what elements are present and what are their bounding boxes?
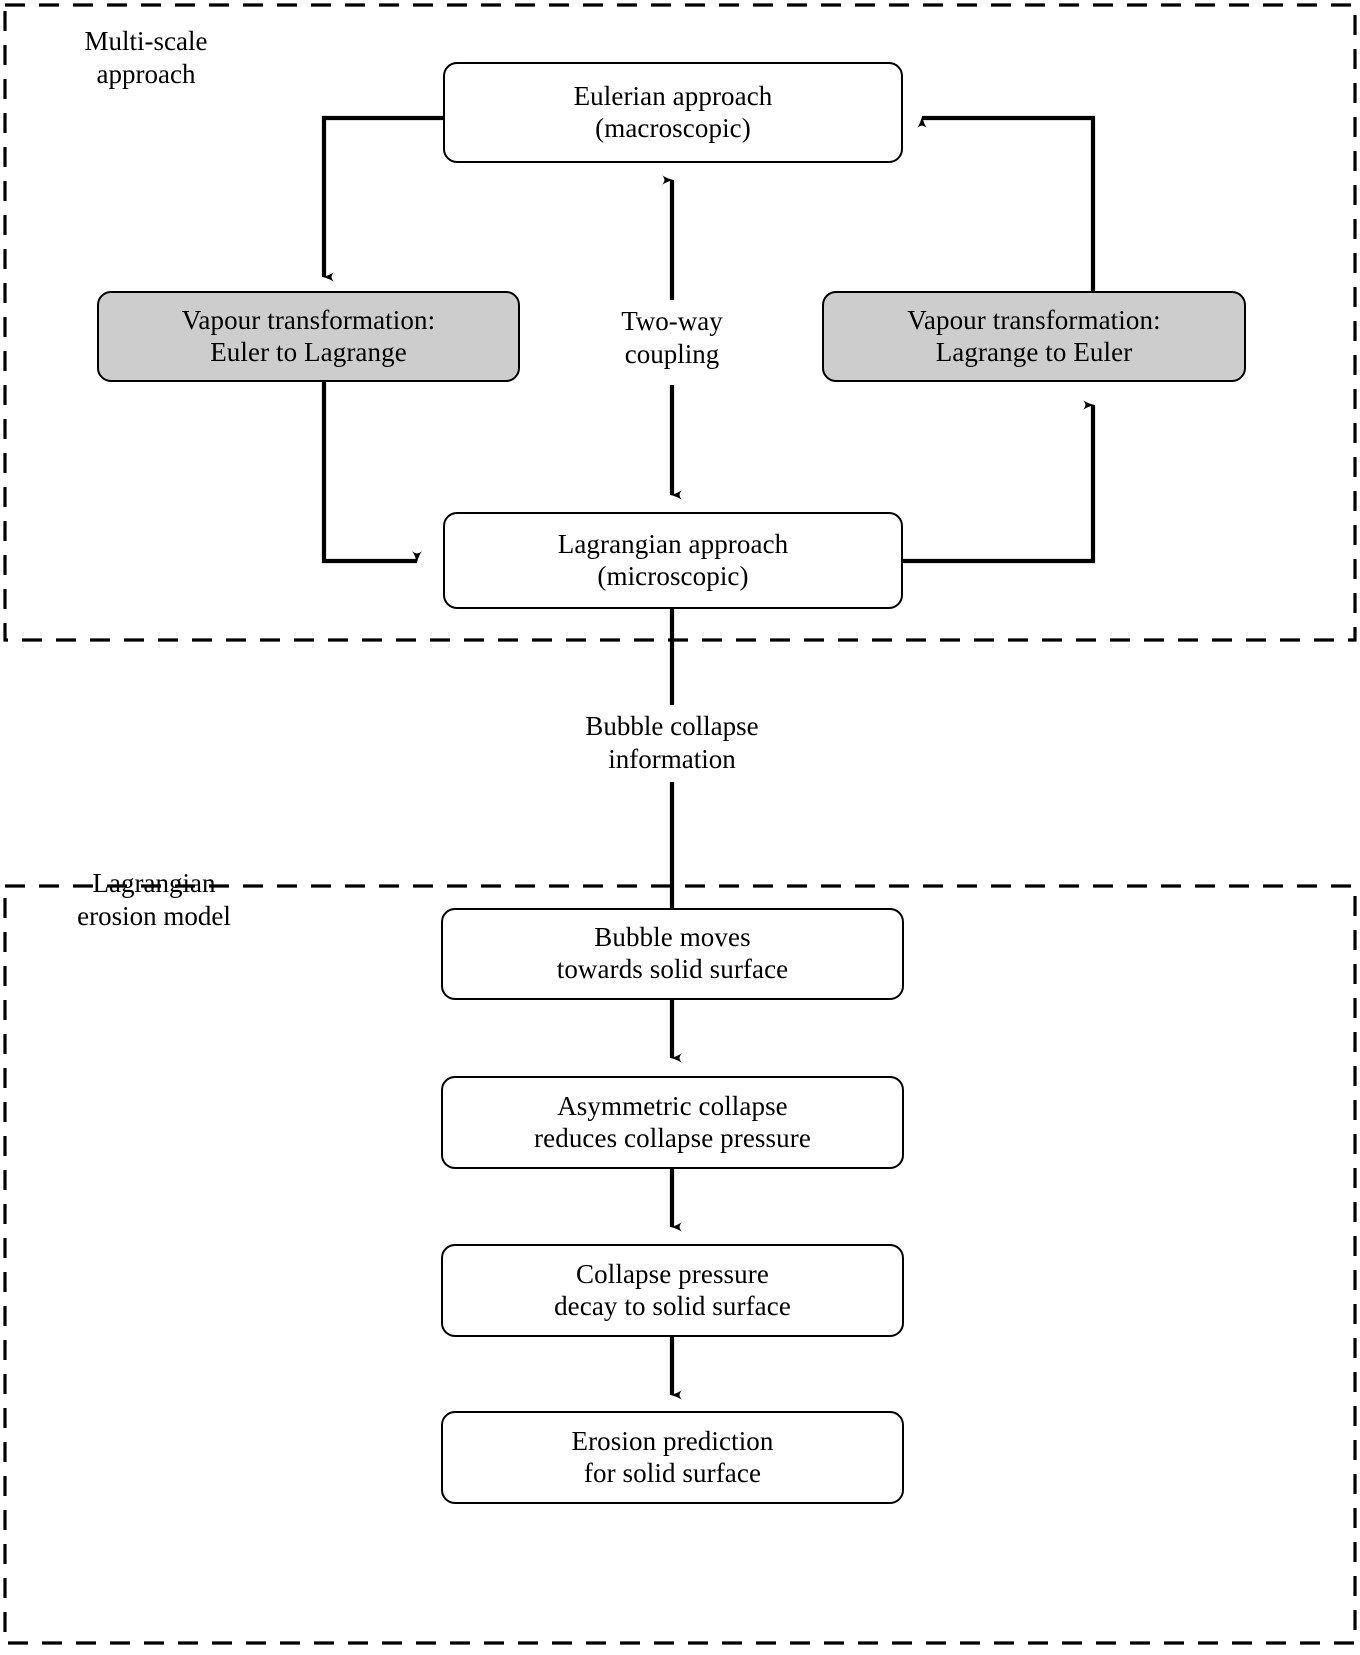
node-bubble-moves-label: Bubble moves towards solid surface bbox=[556, 922, 789, 984]
edge-lagrange2euler-to-eulerian bbox=[917, 115, 1096, 292]
node-collapse-pressure-decay[interactable]: Collapse pressure decay to solid surface bbox=[441, 1244, 904, 1337]
node-asymmetric-collapse[interactable]: Asymmetric collapse reduces collapse pre… bbox=[441, 1076, 904, 1169]
node-lagrangian-approach[interactable]: Lagrangian approach (microscopic) bbox=[443, 512, 903, 609]
edge-eulerian-to-euler2lagrange bbox=[321, 115, 443, 282]
edge-euler2lagrange-to-lagrangian bbox=[321, 380, 422, 564]
section-label-multi-scale: Multi-scale approach bbox=[84, 26, 208, 89]
section-label-erosion: Lagrangian erosion model bbox=[77, 868, 231, 931]
edge-lagrangian-to-lagrange2euler bbox=[903, 400, 1096, 564]
node-vapour-lagrange-to-euler[interactable]: Vapour transformation: Lagrange to Euler bbox=[822, 291, 1246, 382]
edge-label-bubble-collapse-information: Bubble collapse information bbox=[585, 711, 759, 774]
node-eulerian-approach[interactable]: Eulerian approach (macroscopic) bbox=[443, 62, 903, 163]
node-vapour-lagrange-to-euler-label: Vapour transformation: Lagrange to Euler bbox=[907, 304, 1161, 367]
node-asymmetric-collapse-label: Asymmetric collapse reduces collapse pre… bbox=[534, 1090, 811, 1153]
node-vapour-euler-to-lagrange[interactable]: Vapour transformation: Euler to Lagrange bbox=[97, 291, 520, 382]
edge-label-two-way-coupling: Two-way coupling bbox=[621, 306, 723, 369]
node-vapour-euler-to-lagrange-label: Vapour transformation: Euler to Lagrange bbox=[181, 304, 436, 367]
node-erosion-prediction-label: Erosion prediction for solid surface bbox=[571, 1425, 774, 1488]
node-bubble-moves[interactable]: Bubble moves towards solid surface bbox=[441, 908, 904, 1000]
node-lagrangian-approach-label: Lagrangian approach (microscopic) bbox=[557, 528, 789, 591]
node-collapse-pressure-decay-label: Collapse pressure decay to solid surface bbox=[554, 1258, 791, 1321]
node-erosion-prediction[interactable]: Erosion prediction for solid surface bbox=[441, 1411, 904, 1504]
node-eulerian-approach-label: Eulerian approach (macroscopic) bbox=[573, 80, 773, 143]
